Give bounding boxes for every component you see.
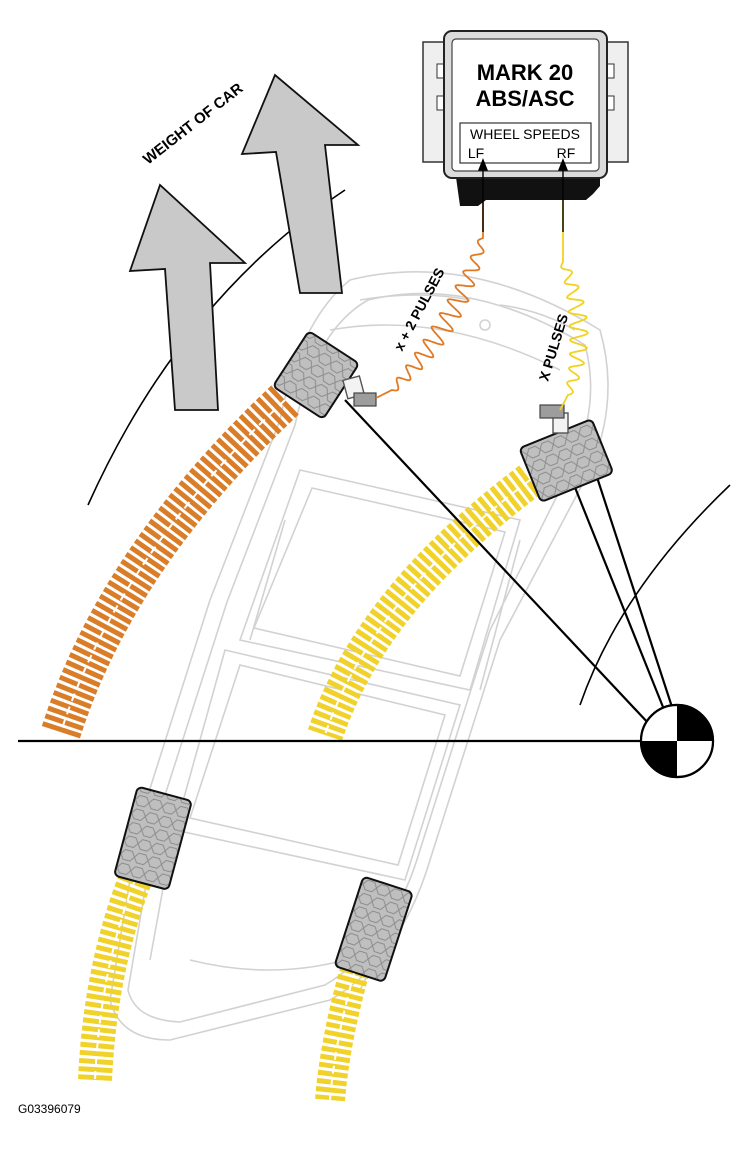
wheel-left-front: [273, 331, 359, 419]
geometry-lines: [18, 399, 674, 743]
weight-label: WEIGHT OF CAR: [140, 80, 246, 168]
abs-asc-control-module: MARK 20 ABS/ASC WHEEL SPEEDS LF RF: [422, 30, 629, 206]
rf-port-label: RF: [557, 145, 576, 161]
weight-arrow-left: [128, 183, 248, 411]
ecu-title-line2: ABS/ASC: [475, 86, 574, 111]
wheel-left-rear: [114, 786, 192, 890]
left-sensor-wire: [375, 200, 485, 399]
wheel-speeds-label: WHEEL SPEEDS: [470, 126, 580, 142]
left-speed-sensor: [342, 375, 377, 407]
ecu-title-line1: MARK 20: [477, 60, 574, 85]
center-of-gravity-icon: [639, 703, 715, 779]
left-front-track: [40, 385, 299, 742]
weight-arrow-right: [240, 73, 361, 294]
right-front-track: [307, 465, 541, 741]
port-arrows: [477, 158, 569, 232]
weight-arrows: [128, 73, 361, 411]
wheel-right-rear: [334, 876, 413, 982]
right-speed-sensor: [539, 404, 569, 434]
wheel-speeds-panel: [459, 122, 592, 164]
right-pulses-label: X PULSES: [536, 312, 572, 383]
lf-port-label: LF: [468, 145, 484, 161]
right-sensor-wire: [559, 200, 589, 411]
right-rear-track: [315, 965, 370, 1102]
figure-id: G03396079: [18, 1102, 81, 1116]
left-pulses-label: x + 2 PULSES: [391, 265, 448, 353]
